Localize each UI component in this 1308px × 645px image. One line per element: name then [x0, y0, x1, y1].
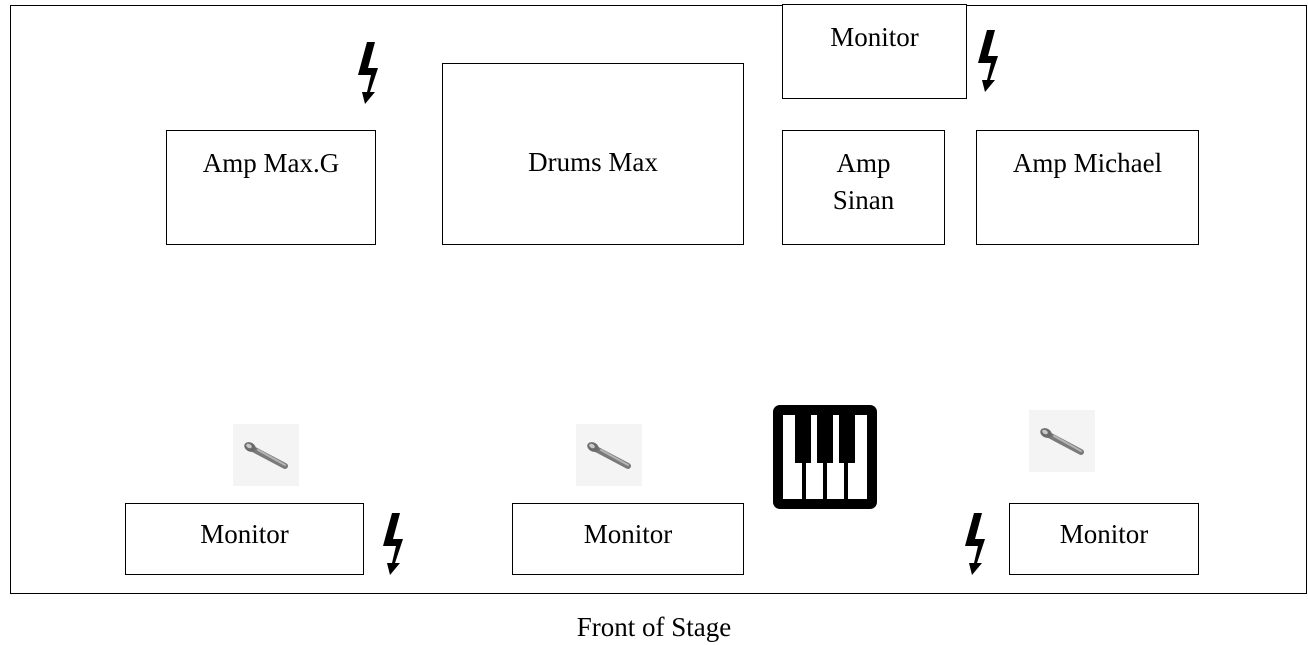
monitor-left-box: Monitor [125, 503, 364, 575]
lightning-bolt-icon [352, 40, 382, 106]
microphone-icon [1029, 410, 1095, 472]
microphone-icon [576, 424, 642, 486]
microphone-icon [233, 424, 299, 486]
piano-keyboard-icon [773, 405, 877, 509]
amp-sinan-label-line2: Sinan [832, 185, 895, 216]
monitor-right-label: Monitor [1059, 519, 1149, 549]
drums-max-box: Drums Max [442, 63, 744, 245]
drums-max-label: Drums Max [528, 147, 658, 177]
amp-sinan-label-line1: Amp [836, 148, 891, 178]
amp-max-g-box: Amp Max.G [166, 130, 376, 245]
amp-michael-box: Amp Michael [976, 130, 1199, 245]
lightning-bolt-icon [959, 510, 989, 578]
monitor-right-box: Monitor [1009, 503, 1199, 575]
amp-michael-label: Amp Michael [1012, 148, 1163, 178]
monitor-center-label: Monitor [583, 519, 673, 549]
amp-sinan-box: Amp Sinan [782, 130, 945, 245]
amp-max-g-label: Amp Max.G [202, 148, 340, 178]
monitor-left-label: Monitor [200, 519, 289, 549]
lightning-bolt-icon [377, 510, 407, 578]
monitor-top-box: Monitor [782, 4, 967, 99]
stage-area [10, 5, 1307, 594]
front-of-stage-caption: Front of Stage [576, 612, 732, 642]
monitor-center-box: Monitor [512, 503, 744, 575]
monitor-top-label: Monitor [830, 22, 919, 52]
lightning-bolt-icon [972, 26, 1002, 96]
